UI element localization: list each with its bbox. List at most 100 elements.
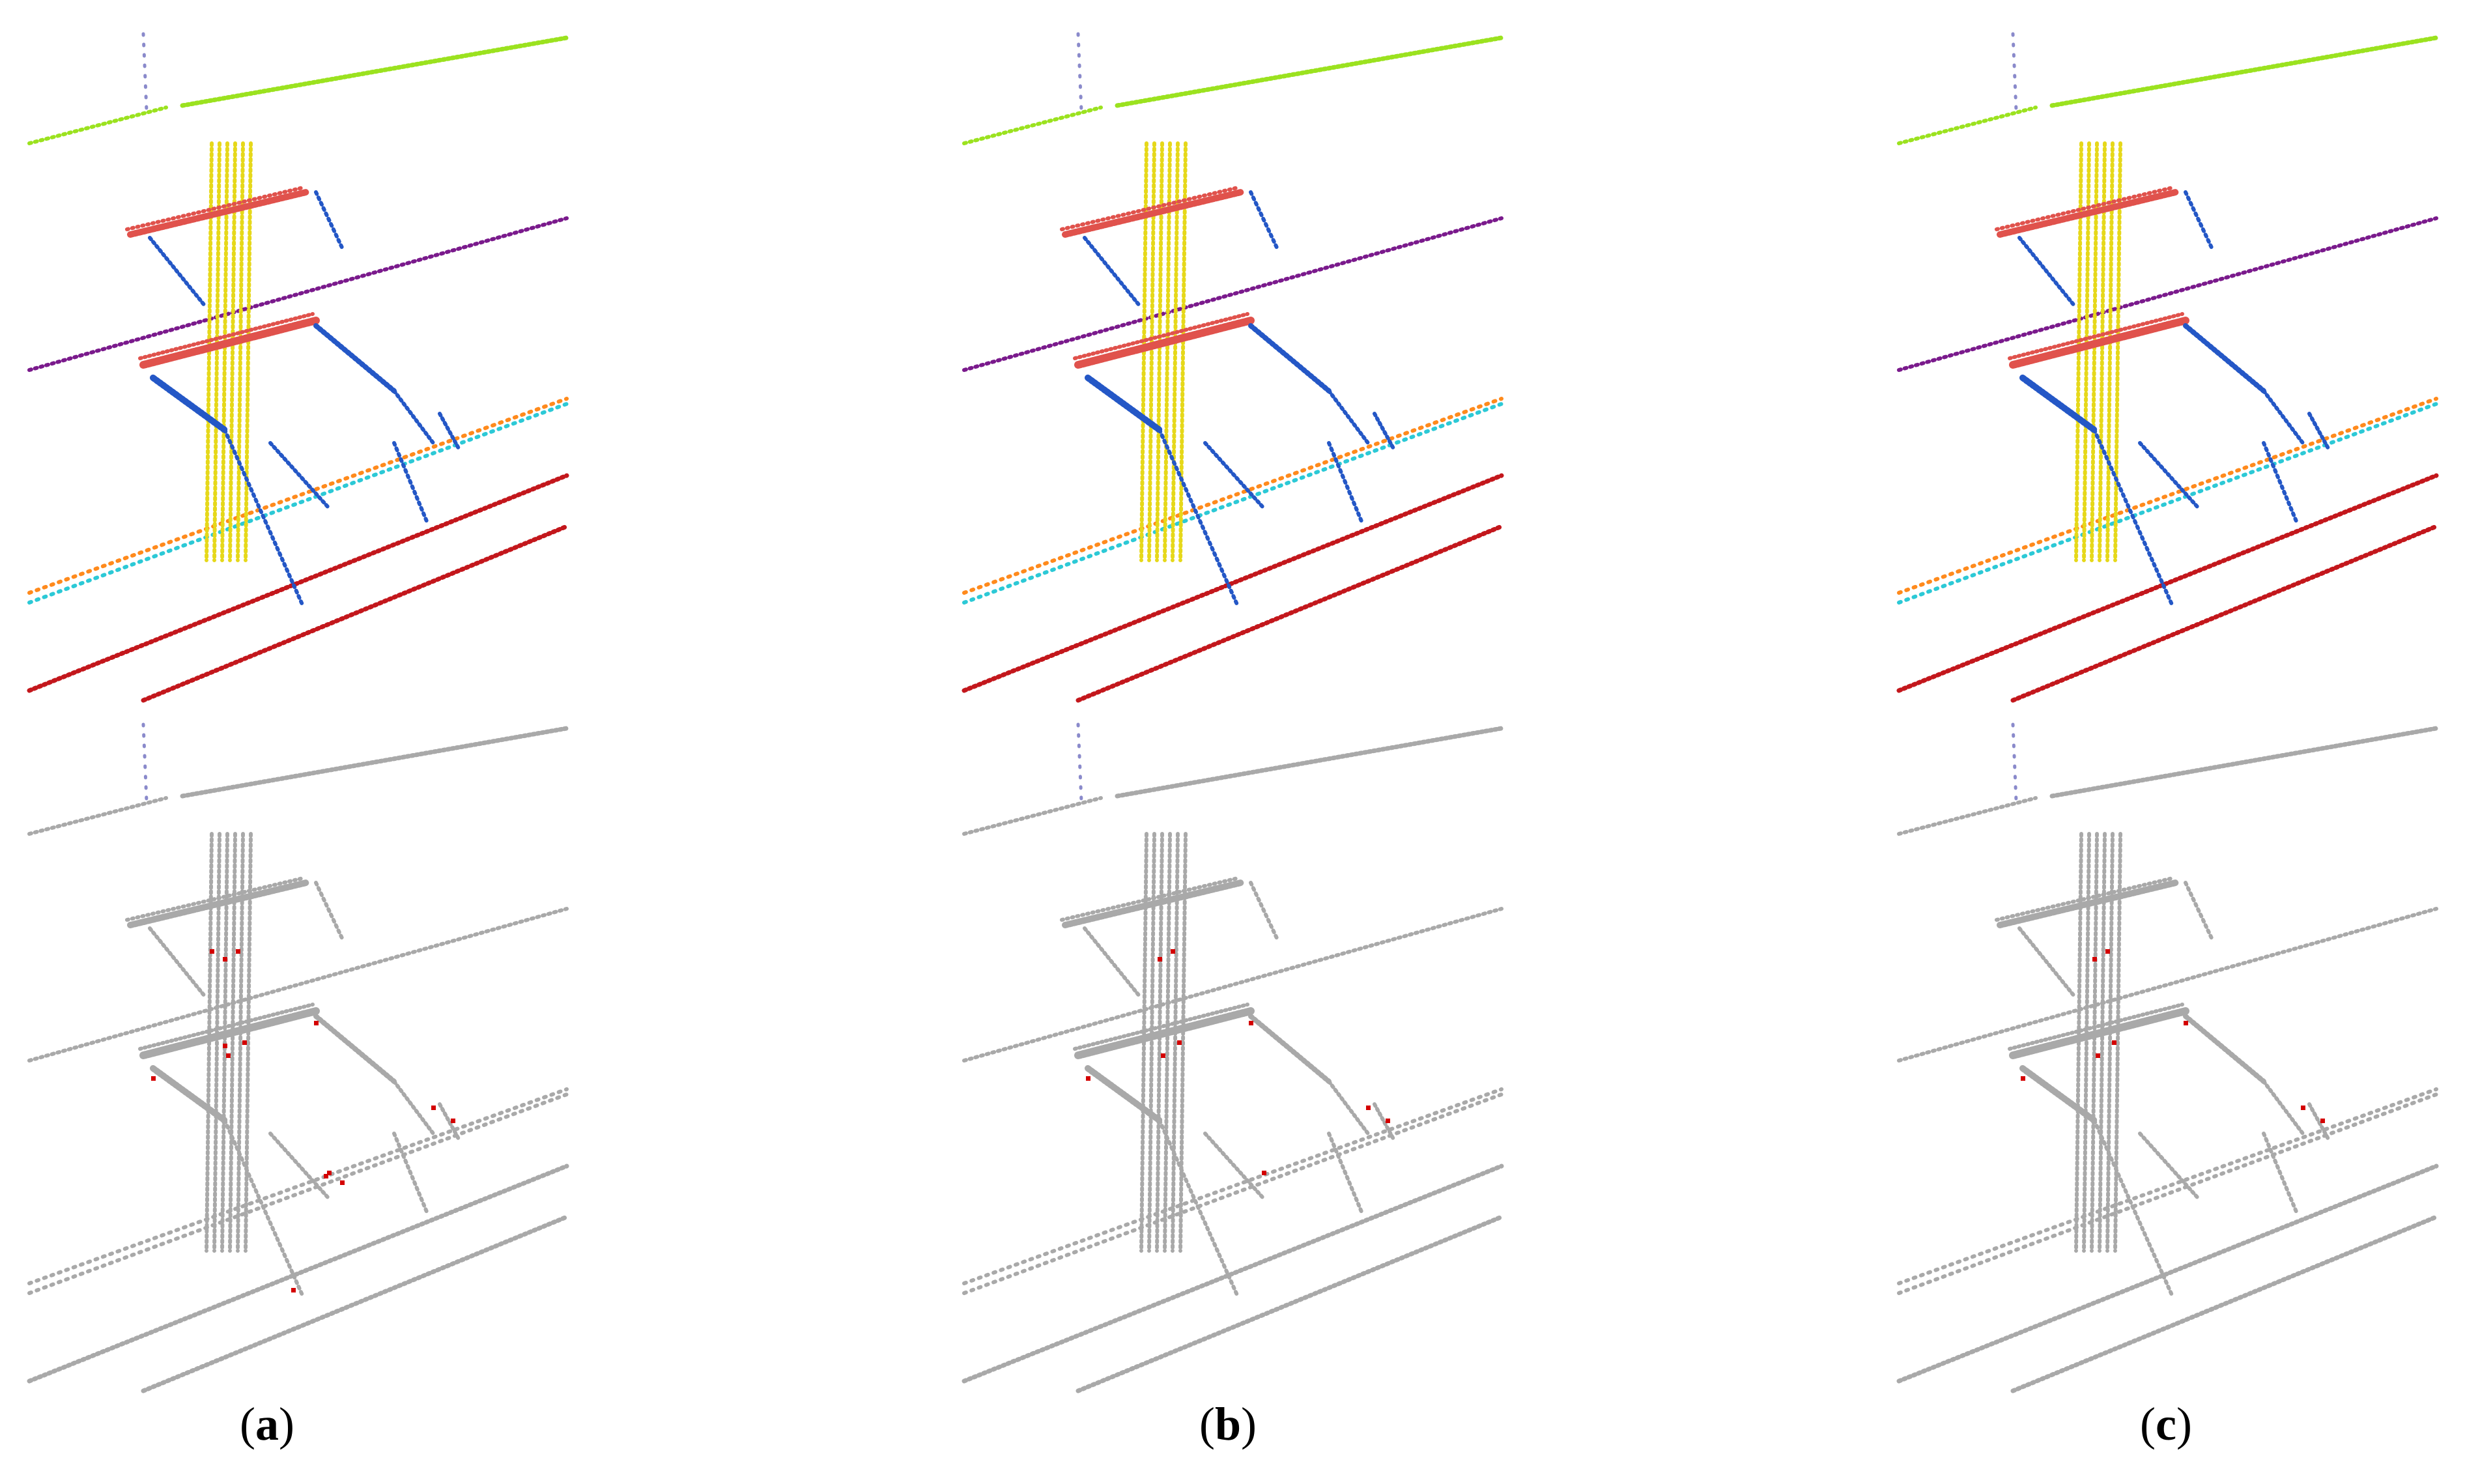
wire-purple bbox=[962, 216, 1503, 372]
top-post bbox=[2011, 722, 2018, 803]
wire-red-2 bbox=[1076, 1214, 1504, 1393]
wire-orange bbox=[27, 1087, 569, 1285]
insulator-2 bbox=[314, 881, 344, 940]
error-point bbox=[2320, 1119, 2325, 1123]
error-point bbox=[314, 1021, 319, 1025]
crossarm-upper-b bbox=[125, 876, 305, 922]
wire-orange bbox=[27, 397, 569, 595]
crossarm-lower bbox=[139, 1007, 320, 1059]
panel-c-semantic-segmentation bbox=[1896, 32, 2439, 703]
insulator-down bbox=[223, 428, 305, 608]
wire-red-1 bbox=[962, 473, 1504, 693]
crossarm-lower bbox=[139, 317, 320, 369]
crossarm-lower-b bbox=[138, 1003, 315, 1051]
pole-line-5 bbox=[1178, 141, 1188, 562]
wire-red-1 bbox=[1896, 1163, 2439, 1384]
wire-red-2 bbox=[141, 1214, 569, 1393]
pole-line-5 bbox=[244, 141, 253, 562]
insulator-down bbox=[1158, 428, 1240, 608]
crossarm-upper bbox=[127, 189, 309, 238]
error-point bbox=[2105, 949, 2110, 954]
error-point bbox=[1158, 957, 1162, 962]
panel-c-error-map bbox=[1896, 722, 2439, 1393]
crossarm-upper-b bbox=[1060, 186, 1240, 231]
pole-line-4 bbox=[1171, 141, 1180, 562]
error-point bbox=[1086, 1076, 1090, 1081]
wire-purple bbox=[962, 907, 1503, 1063]
error-point bbox=[242, 1040, 247, 1045]
insulator-4 bbox=[1248, 323, 1332, 393]
caption-a: (a) bbox=[202, 1401, 332, 1448]
pole-line-4 bbox=[236, 832, 245, 1253]
crossarm-lower bbox=[1074, 317, 1255, 369]
top-post bbox=[141, 32, 149, 113]
error-point bbox=[324, 1174, 328, 1178]
crossarm-lower bbox=[2009, 1007, 2189, 1059]
insulator-2 bbox=[2184, 881, 2214, 940]
insulator-7 bbox=[1327, 1132, 1363, 1214]
insulator-5 bbox=[392, 1079, 435, 1135]
top-post bbox=[1076, 32, 1083, 113]
caption-a-close: ) bbox=[279, 1398, 294, 1450]
wire-top-right bbox=[180, 35, 569, 108]
wire-top-left bbox=[962, 796, 1103, 836]
wire-orange bbox=[1897, 397, 2438, 595]
error-point bbox=[1366, 1106, 1371, 1110]
insulator-2 bbox=[2184, 190, 2214, 250]
insulator-2 bbox=[1249, 881, 1279, 940]
wire-red-2 bbox=[141, 524, 569, 703]
error-point bbox=[2112, 1040, 2116, 1045]
insulator-8 bbox=[2307, 412, 2331, 451]
insulator-8 bbox=[1373, 1102, 1396, 1142]
error-point bbox=[1161, 1053, 1165, 1058]
pole-line-5 bbox=[244, 832, 253, 1253]
caption-a-letter: a bbox=[255, 1398, 279, 1450]
crossarm-lower bbox=[1074, 1007, 1255, 1059]
wire-top-right bbox=[180, 726, 569, 799]
insulator-1 bbox=[2017, 926, 2077, 999]
insulator-3 bbox=[2019, 1065, 2098, 1124]
error-point bbox=[291, 1288, 296, 1292]
error-point bbox=[1262, 1171, 1266, 1175]
wire-cyan bbox=[27, 1092, 569, 1295]
top-post bbox=[141, 722, 149, 803]
insulator-6 bbox=[268, 1132, 331, 1201]
crossarm-upper bbox=[1062, 189, 1244, 238]
error-point bbox=[223, 957, 227, 962]
wire-cyan bbox=[1897, 1092, 2438, 1295]
caption-b-letter: b bbox=[1214, 1398, 1242, 1450]
error-point bbox=[340, 1180, 345, 1185]
crossarm-lower-b bbox=[138, 312, 315, 360]
crossarm-upper bbox=[127, 879, 309, 928]
wire-top-left bbox=[1897, 106, 2038, 145]
insulator-3 bbox=[150, 1065, 228, 1124]
insulator-5 bbox=[2262, 389, 2305, 445]
pole-line-5 bbox=[2113, 141, 2122, 562]
wire-top-left bbox=[962, 106, 1103, 145]
wire-orange bbox=[1897, 1087, 2438, 1285]
insulator-8 bbox=[438, 1102, 461, 1142]
pole-line-4 bbox=[2105, 832, 2115, 1253]
error-point bbox=[1249, 1021, 1253, 1025]
insulator-1 bbox=[1083, 236, 1142, 308]
panel-b-semantic-segmentation bbox=[962, 32, 1504, 703]
insulator-4 bbox=[2183, 1014, 2266, 1084]
insulator-6 bbox=[268, 441, 331, 510]
error-point bbox=[2184, 1021, 2188, 1025]
pole-line-4 bbox=[1171, 832, 1180, 1253]
caption-b-open: ( bbox=[1199, 1398, 1215, 1450]
error-point bbox=[223, 1044, 227, 1048]
error-point bbox=[210, 949, 214, 954]
insulator-4 bbox=[313, 323, 397, 393]
panel-a-semantic-segmentation bbox=[27, 32, 569, 703]
pole-line-4 bbox=[236, 141, 245, 562]
error-point bbox=[2096, 1053, 2100, 1058]
insulator-down bbox=[223, 1119, 305, 1298]
insulator-7 bbox=[1327, 441, 1363, 523]
insulator-3 bbox=[150, 375, 228, 433]
wire-purple bbox=[27, 216, 569, 372]
panel-a-error-map bbox=[27, 722, 569, 1393]
insulator-7 bbox=[2262, 441, 2298, 523]
error-point bbox=[2092, 957, 2097, 962]
insulator-8 bbox=[438, 412, 461, 451]
